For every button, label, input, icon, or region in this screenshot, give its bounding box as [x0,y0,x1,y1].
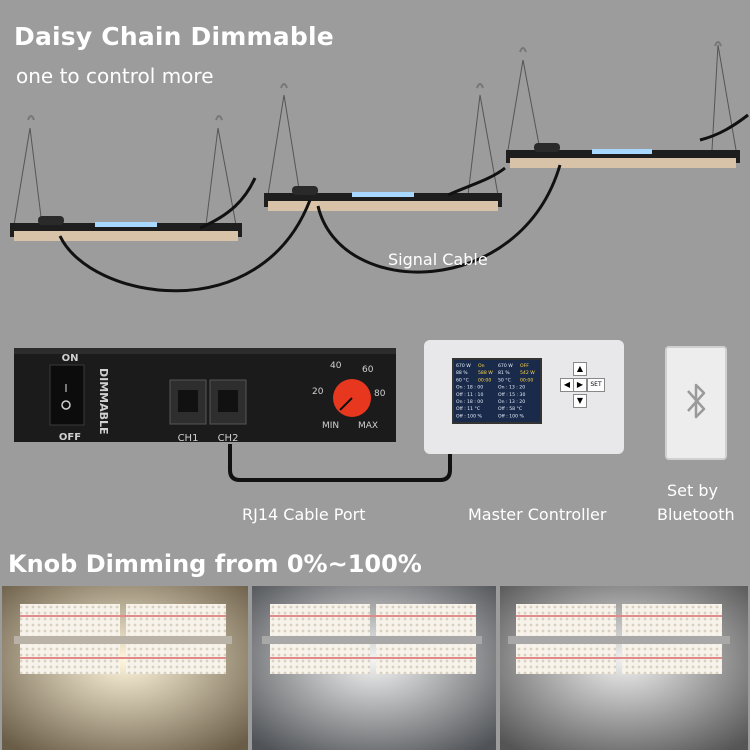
screen-cell: On [478,363,485,369]
power-switch [49,364,85,426]
up-arrow-icon[interactable]: ▲ [573,362,587,376]
ch2-label: CH2 [218,433,239,444]
left-arrow-icon[interactable]: ◀ [560,378,574,392]
screen-cell: Off : 100 % [498,413,524,419]
grow-light-1 [10,216,242,241]
screen-cell: 50 °C [498,377,511,383]
ch1-label: CH1 [178,433,199,444]
knob-tick-80: 80 [374,389,386,399]
controller-screen-readout: 670 W On 670 W OFF 88 % 588 W 81 % 542 W 60 °C 00… [456,363,535,419]
screen-cell: 588 W [478,370,493,376]
bluetooth-label-line2: Bluetooth [657,505,735,524]
dimming-photos [2,586,748,750]
light-2-hangers [267,83,499,196]
controller-dpad: ▲ ◀ ▶ SET ▼ [558,362,605,412]
light-1-hangers [13,115,237,226]
signal-cables [58,113,749,293]
screen-cell: On : 18 : 00 [456,399,483,405]
screen-cell: 670 W [456,363,471,369]
light-3-hangers [507,41,737,151]
knob-dimming-title: Knob Dimming from 0%~100% [8,550,422,578]
master-controller-device: 670 W On 670 W OFF 88 % 588 W 81 % 542 W 60 °C 00… [424,340,624,454]
knob-tick-60: 60 [362,365,374,375]
screen-cell: 670 W [498,363,513,369]
knob-max-label: MAX [358,421,378,431]
page-title: Daisy Chain Dimmable [14,22,334,51]
screen-cell: Off : 15 : 30 [498,392,525,398]
screen-cell: 00:00 [478,377,491,383]
screen-cell: Off : 58 °C [498,406,522,412]
phone-device [665,346,727,460]
screen-cell: On : 13 : 20 [498,385,525,391]
screen-cell: Off : 11 : 10 [456,392,483,398]
page-subtitle: one to control more [16,64,214,88]
svg-text:I: I [64,382,67,395]
signal-cable-label: Signal Cable [388,250,488,269]
screen-cell: On : 18 : 00 [456,385,483,391]
master-controller-label: Master Controller [468,505,607,524]
dimmable-driver-illustration: I ON OFF DIMMABLE CH1 CH2 40 60 20 80 MI… [14,348,452,482]
rj14-port-label: RJ14 Cable Port [242,505,366,524]
knob-tick-20: 20 [312,387,324,397]
screen-cell: 542 W [520,370,535,376]
screen-cell: 88 % [456,370,468,376]
right-arrow-icon[interactable]: ▶ [573,378,587,392]
screen-cell: On : 13 : 20 [498,399,525,405]
controller-screen: 670 W On 670 W OFF 88 % 588 W 81 % 542 W 60 °C 00… [452,358,542,424]
knob-tick-40: 40 [330,361,342,371]
bluetooth-label-line1: Set by [667,481,718,500]
switch-on-label: ON [62,353,79,364]
photo-dim-3 [500,586,748,750]
grow-light-2 [264,186,502,211]
switch-off-label: OFF [59,432,81,443]
dimmable-label: DIMMABLE [97,368,110,435]
down-arrow-icon[interactable]: ▼ [573,394,587,408]
rj14-cable [228,444,452,482]
screen-cell: 60 °C [456,377,469,383]
photo-dim-2 [252,586,496,750]
screen-cell: 00:00 [520,377,533,383]
photo-dim-1 [2,586,248,750]
knob-min-label: MIN [322,421,339,431]
screen-cell: OFF [520,363,529,369]
bluetooth-icon [687,383,706,419]
set-button[interactable]: SET [587,378,605,392]
grow-light-3 [506,143,740,168]
screen-cell: Off : 100 % [456,413,482,419]
screen-cell: Off : 11 °C [456,406,480,412]
screen-cell: 81 % [498,370,510,376]
daisy-chain-lights-illustration [10,41,749,293]
